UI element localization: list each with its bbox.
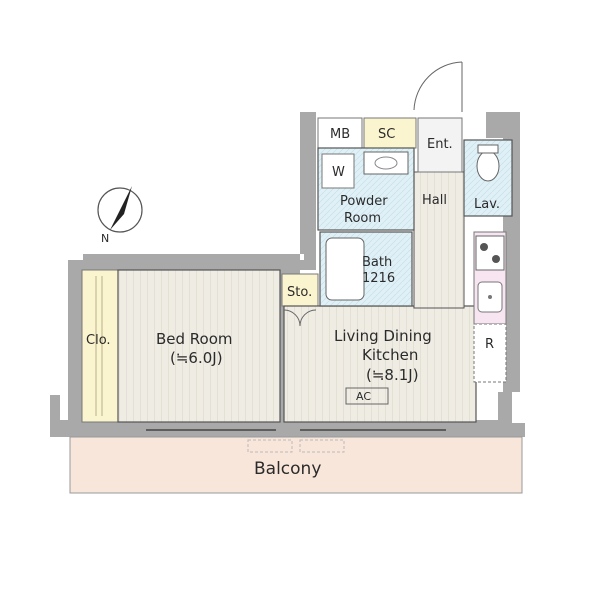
aircon-marker: AC	[345, 387, 389, 405]
bedroom-door-icon	[283, 309, 317, 327]
bedroom-floor	[117, 269, 281, 423]
label-bedroom-size: (≒6.0J)	[170, 349, 223, 367]
label-powder-room-1: Powder	[340, 194, 388, 209]
label-lavatory: Lav.	[474, 197, 500, 212]
compass-icon: N	[97, 186, 143, 245]
vanity-sink-icon	[363, 151, 409, 175]
label-closet: Clo.	[86, 333, 111, 348]
balcony-drain-left	[247, 439, 293, 453]
label-bath-2: 1216	[362, 271, 395, 286]
entrance-floor	[417, 117, 463, 173]
meter-box	[317, 117, 363, 149]
label-refrigerator: R	[485, 337, 494, 352]
exterior-wall-top-core	[304, 112, 316, 270]
exterior-wall-left	[68, 260, 82, 422]
closet-area	[81, 269, 119, 423]
closet-rail-icon	[95, 276, 103, 416]
exterior-wall-top-left	[68, 260, 316, 270]
label-ldk-1: Living Dining	[334, 327, 432, 345]
label-sc: SC	[378, 127, 395, 142]
toilet-icon	[476, 144, 500, 182]
stove-icon	[475, 235, 505, 271]
kitchen-sink-icon	[477, 281, 503, 313]
label-ldk-2: Kitchen	[362, 346, 418, 364]
label-bath-1: Bath	[362, 255, 392, 270]
label-entrance: Ent.	[427, 137, 453, 152]
label-storage: Sto.	[287, 285, 312, 300]
label-aircon: AC	[356, 390, 371, 403]
refrigerator-space	[473, 323, 507, 383]
bathtub	[325, 237, 365, 301]
label-bedroom: Bed Room	[156, 330, 233, 348]
label-balcony: Balcony	[254, 459, 321, 479]
label-ldk-size: (≒8.1J)	[366, 366, 419, 384]
entrance-door-icon	[413, 61, 463, 112]
label-mb: MB	[330, 127, 350, 142]
ldk-floor	[283, 305, 477, 423]
label-washer: W	[332, 165, 345, 180]
shoe-cabinet	[363, 117, 417, 149]
label-hall: Hall	[422, 193, 447, 208]
balcony-drain-right	[299, 439, 345, 453]
label-powder-room-2: Room	[344, 211, 381, 226]
washer-space	[321, 153, 355, 189]
balcony-area	[69, 436, 523, 494]
compass-north-label: N	[101, 232, 109, 245]
